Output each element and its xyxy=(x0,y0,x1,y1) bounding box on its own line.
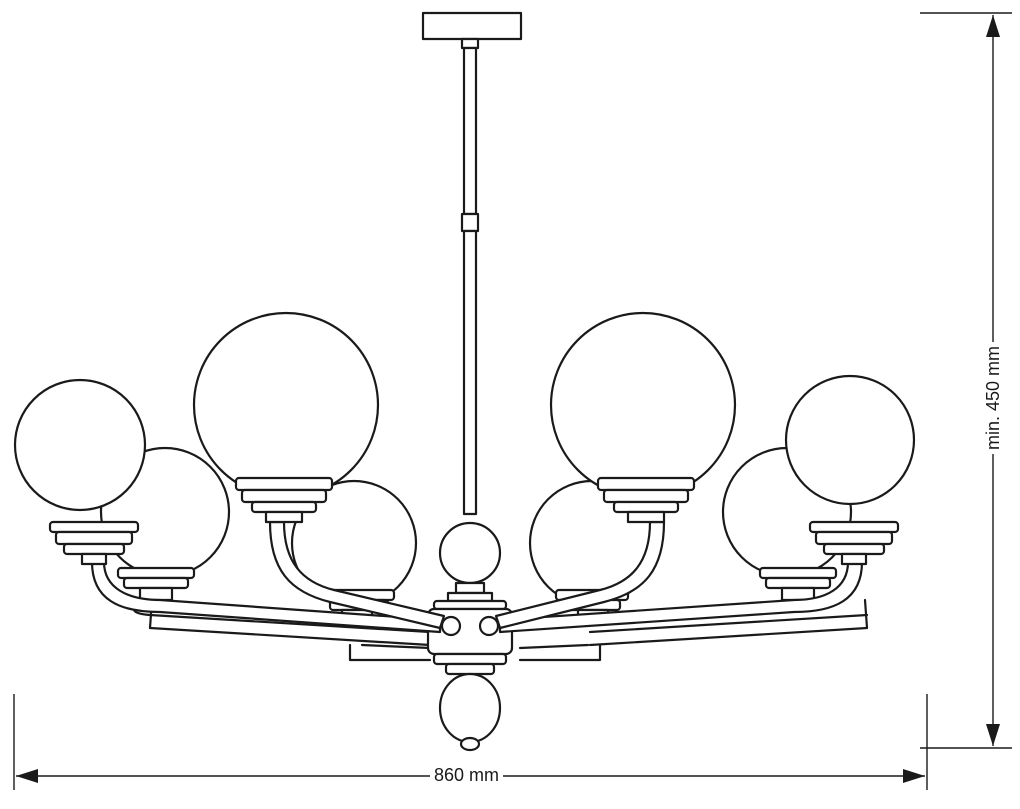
front-right-inner-globe xyxy=(549,311,737,524)
front-right-outer-globe xyxy=(784,374,916,566)
central-hub xyxy=(426,521,514,752)
width-dimension-label: 860 mm xyxy=(430,765,504,785)
suspension-rod xyxy=(460,46,480,516)
front-arms xyxy=(90,520,864,637)
ceiling-canopy xyxy=(421,11,523,50)
front-left-outer-globe xyxy=(13,378,147,566)
height-dimension-label: min. 450 mm xyxy=(983,341,1003,455)
front-left-inner-globe xyxy=(192,311,380,524)
